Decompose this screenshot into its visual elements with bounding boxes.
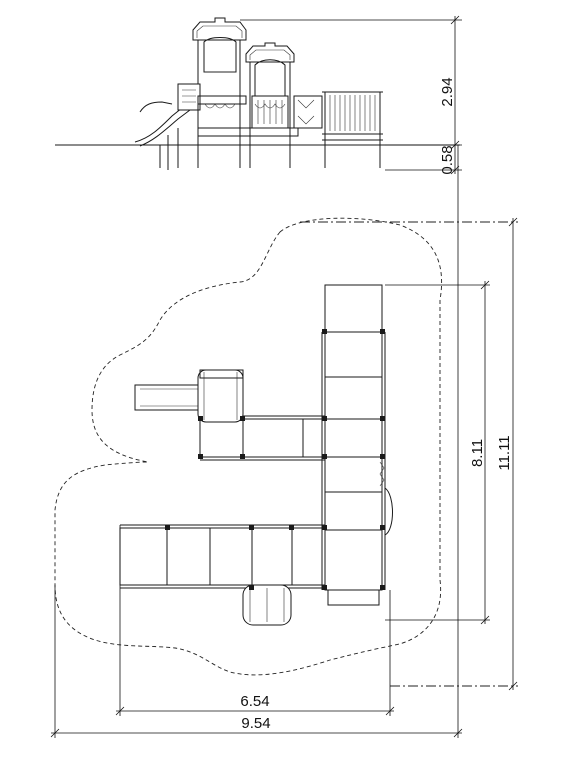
dim-length-outer: 11.11	[496, 435, 513, 470]
climber-panel	[324, 91, 381, 135]
plan-view	[50, 145, 518, 738]
deck-row	[119, 524, 326, 589]
posts-elevation	[159, 100, 381, 168]
side-panel	[384, 487, 393, 536]
dim-width-inner: 6.54	[240, 693, 269, 710]
slide-plan	[134, 369, 244, 423]
posts-plan	[165, 329, 385, 590]
elevation-view	[55, 15, 462, 175]
elevation-dimensions	[240, 15, 462, 175]
tube-plan	[242, 584, 292, 626]
plan-dimensions	[50, 145, 518, 738]
dim-height-total: 2.94	[439, 77, 456, 106]
tower-2-roof	[245, 42, 295, 145]
use-zone-outline	[54, 217, 443, 676]
slide-rail	[139, 101, 173, 113]
deck-column	[321, 284, 386, 606]
crawl-tube	[177, 83, 201, 111]
slide-elevation	[134, 99, 199, 147]
dim-length-inner: 8.11	[469, 439, 486, 467]
grate-bridge	[199, 415, 326, 461]
dim-width-outer: 9.54	[241, 715, 270, 732]
dim-height-base: 0.58	[439, 145, 456, 174]
tower-1-roof	[192, 17, 247, 100]
